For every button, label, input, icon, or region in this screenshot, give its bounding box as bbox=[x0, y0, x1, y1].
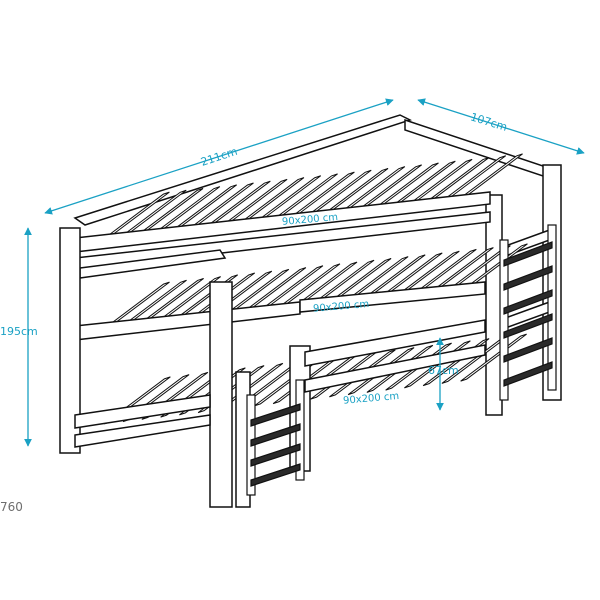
ladder-rung bbox=[250, 463, 301, 487]
dimension-lines bbox=[24, 98, 585, 447]
ladder-rung bbox=[503, 241, 553, 267]
right-ladder bbox=[499, 224, 557, 401]
depth-dimension-label: 107cm bbox=[469, 110, 509, 133]
ladder-rung bbox=[503, 361, 553, 387]
ladder-rung bbox=[250, 403, 301, 427]
ladder-rung bbox=[250, 443, 301, 467]
length-dimension-label: 211cm bbox=[199, 145, 239, 169]
middle-bed-size-label: 90x200 cm bbox=[313, 299, 370, 315]
reference-number: 760 bbox=[0, 500, 23, 514]
bottom-bed-size-label: 90x200 cm bbox=[343, 391, 400, 407]
ladder-rung bbox=[503, 265, 553, 291]
ladder-rung bbox=[250, 423, 301, 447]
left-ladder bbox=[246, 379, 305, 496]
ladder-rung bbox=[503, 313, 553, 339]
gap-dimension-label: 67cm bbox=[428, 364, 459, 377]
top-bed-size-label: 90x200 cm bbox=[282, 212, 339, 228]
height-dimension-label: 195cm bbox=[0, 325, 38, 338]
ladder-rung bbox=[503, 337, 553, 363]
ladder-rung bbox=[503, 289, 553, 315]
